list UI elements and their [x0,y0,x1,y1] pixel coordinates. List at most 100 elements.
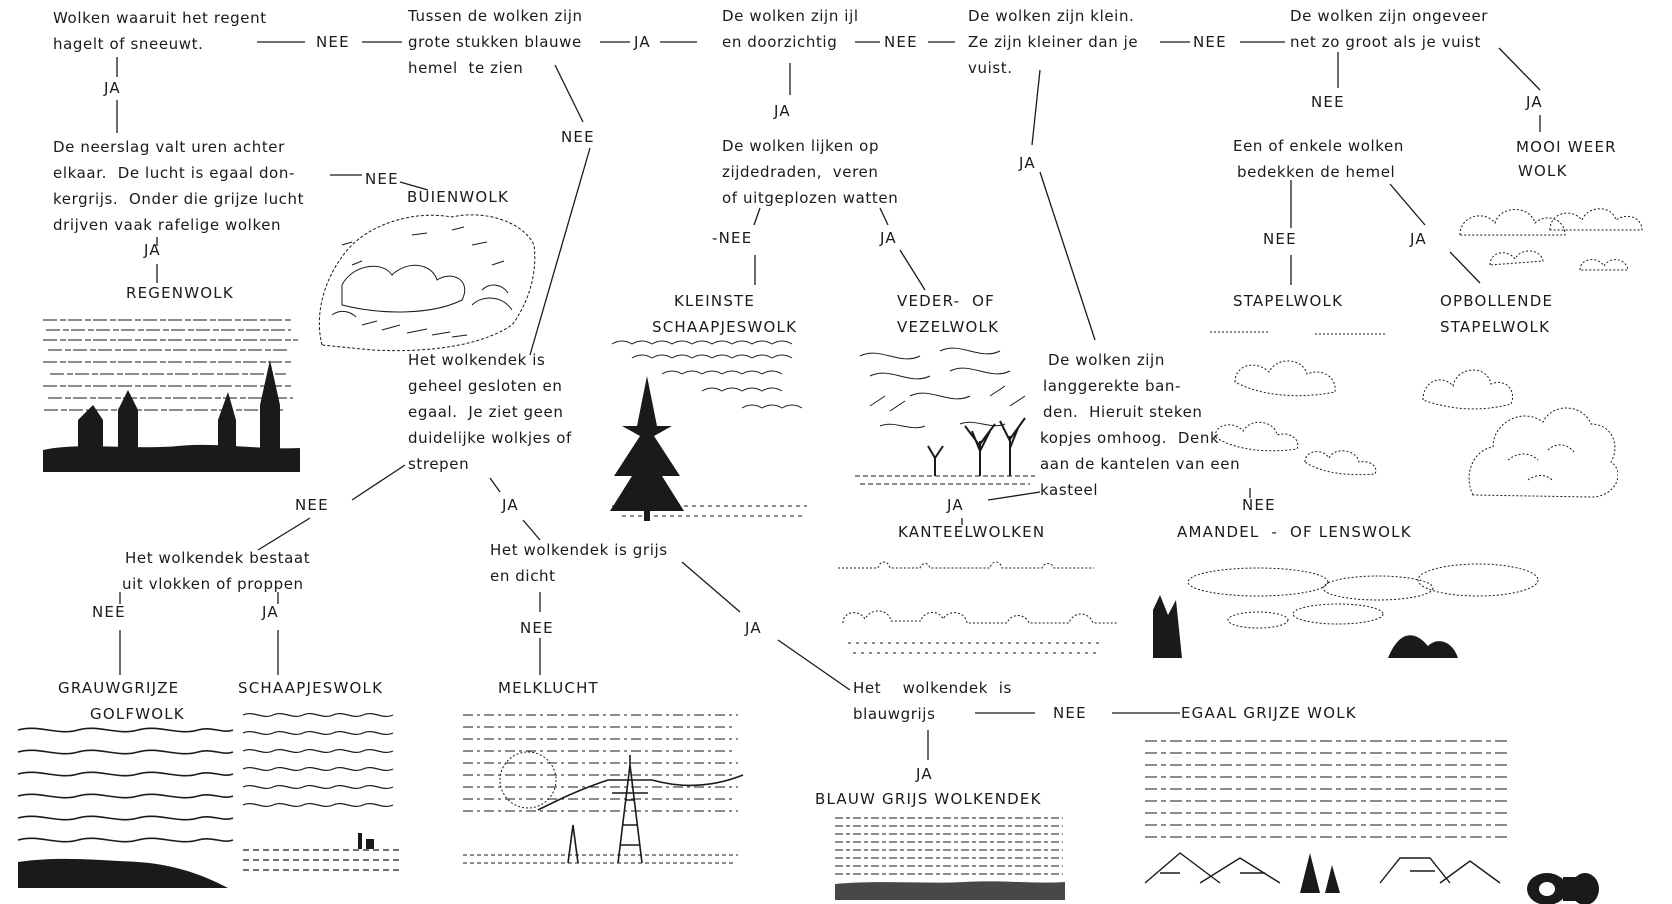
answer-ja: JA [774,102,791,120]
buienwolk-illustration [318,214,536,352]
answer-nee: NEE [884,33,918,51]
q-gesloten-line4: duidelijke wolkjes of [408,429,572,447]
q-gesloten-line2: geheel gesloten en [408,377,563,395]
answer-ja: JA [1019,154,1036,172]
result-amandel-of-lenswolk: AMANDEL - OF LENSWOLK [1177,523,1412,541]
q-vuist-line1: De wolken zijn ongeveer [1290,7,1489,25]
kanteelwolken-illustration [838,561,1118,654]
q-blauwe-hemel-line2: grote stukken blauwe [408,33,582,51]
result-opbollende-stapelwolk-line2: STAPELWOLK [1440,318,1551,336]
kleinste-schaapjeswolk-illustration [610,340,807,521]
result-buienwolk: BUIENWOLK [407,188,510,206]
result-kleinste-schaapjeswolk-line2: SCHAAPJESWOLK [652,318,798,336]
q-banden-line4: kopjes omhoog. Denk [1040,429,1220,447]
answer-ja: JA [262,603,279,621]
q-banden-line6: kasteel [1040,481,1099,499]
q-klein-line2: Ze zijn kleiner dan je [968,33,1139,51]
result-veder-vezelwolk-line1: VEDER- OF [897,292,995,310]
answer-nee: NEE [561,128,595,146]
q-neerslag-line2: hagelt of sneeuwt. [53,35,204,53]
answer-ja: JA [1410,230,1427,248]
q-ijl-line1: De wolken zijn ijl [722,7,859,25]
q-vuist-line2: net zo groot als je vuist [1290,33,1481,51]
q-zijdedraden-line1: De wolken lijken op [722,137,880,155]
q-uren-line2: elkaar. De lucht is egaal don- [53,164,295,182]
result-kleinste-schaapjeswolk-line1: KLEINSTE [674,292,756,310]
answer-nee: NEE [1193,33,1227,51]
blauwgrijs-wolkendek-illustration [835,817,1065,900]
result-grauwgrijze-golfwolk-line2: GOLFWOLK [90,705,185,723]
answer-ja: JA [144,241,161,259]
answer-nee: NEE [1263,230,1297,248]
result-stapelwolk: STAPELWOLK [1233,292,1344,310]
answer-ja: JA [634,33,651,51]
answer-nee: NEE [1311,93,1345,111]
q-blauwe-hemel-line1: Tussen de wolken zijn [408,7,583,25]
answer-ja: JA [880,229,897,247]
stapelwolk-illustration [1210,331,1385,476]
q-klein-line3: vuist. [968,59,1013,77]
q-gesloten-line1: Het wolkendek is [408,351,546,369]
q-grijs-dicht-line1: Het wolkendek is grijs [490,541,668,559]
answer-nee: NEE [92,603,126,621]
answer-nee: NEE [1242,496,1276,514]
q-gesloten-line3: egaal. Je ziet geen [408,403,564,421]
golfwolk-illustration [17,727,234,888]
answer-nee-dash: -NEE [712,229,753,247]
q-banden-line3: den. Hieruit steken [1043,403,1203,421]
q-blauwgrijs-line1: Het wolkendek is [853,679,1012,697]
opbollende-stapelwolk-illustration [1422,369,1618,498]
answer-ja: JA [104,79,121,97]
q-blauwe-hemel-line3: hemel te zien [408,59,524,77]
q-grijs-dicht-line2: en dicht [490,567,556,585]
q-banden-line2: langgerekte ban- [1043,377,1182,395]
lenswolk-illustration [1153,563,1539,658]
mooi-weer-wolk-illustration [1459,208,1643,271]
answer-nee: NEE [520,619,554,637]
q-uren-line1: De neerslag valt uren achter [53,138,285,156]
q-banden-line1: De wolken zijn [1048,351,1165,369]
q-ijl-line2: en doorzichtig [722,33,838,51]
veder-vezelwolk-illustration [855,347,1035,485]
egaal-grijze-wolk-illustration [1144,740,1510,893]
result-mooi-weer-wolk-line1: MOOI WEER [1516,138,1617,156]
answer-nee: NEE [1053,704,1087,722]
melklucht-illustration [463,714,744,864]
answer-ja: JA [1526,93,1543,111]
q-gesloten-line5: strepen [408,455,470,473]
result-blauw-grijs-wolkendek: BLAUW GRIJS WOLKENDEK [815,790,1042,808]
camera-stamp-icon [1527,873,1599,904]
result-mooi-weer-wolk-line2: WOLK [1518,162,1568,180]
answer-nee: NEE [316,33,350,51]
answer-ja: JA [947,496,964,514]
answer-nee: NEE [365,170,399,188]
answer-ja: JA [916,765,933,783]
schaapjeswolk-illustration [242,712,403,871]
q-uren-line3: kergrijs. Onder die grijze lucht [53,190,305,208]
q-vlokken-line1: Het wolkendek bestaat [125,549,311,567]
q-enkele-wolken-line1: Een of enkele wolken [1233,137,1404,155]
q-zijdedraden-line2: zijdedraden, veren [722,163,879,181]
result-veder-vezelwolk-line2: VEZELWOLK [897,318,1000,336]
q-enkele-wolken-line2: bedekken de hemel [1237,163,1396,181]
q-vlokken-line2: uit vlokken of proppen [122,575,304,593]
result-egaal-grijze-wolk: EGAAL GRIJZE WOLK [1181,704,1357,722]
regenwolk-illustration [43,319,300,472]
result-grauwgrijze-golfwolk-line1: GRAUWGRIJZE [58,679,180,697]
answer-ja: JA [502,496,519,514]
q-banden-line5: aan de kantelen van een [1040,455,1241,473]
q-blauwgrijs-line2: blauwgrijs [853,705,936,723]
answer-ja: JA [745,619,762,637]
result-kanteelwolken: KANTEELWOLKEN [898,523,1046,541]
q-neerslag-line1: Wolken waaruit het regent [53,9,267,27]
result-melklucht: MELKLUCHT [498,679,599,697]
q-zijdedraden-line3: of uitgeplozen watten [722,189,899,207]
result-opbollende-stapelwolk-line1: OPBOLLENDE [1440,292,1554,310]
answer-nee: NEE [295,496,329,514]
result-regenwolk: REGENWOLK [126,284,234,302]
q-uren-line4: drijven vaak rafelige wolken [53,216,282,234]
result-schaapjeswolk: SCHAAPJESWOLK [238,679,384,697]
q-klein-line1: De wolken zijn klein. [968,7,1135,25]
